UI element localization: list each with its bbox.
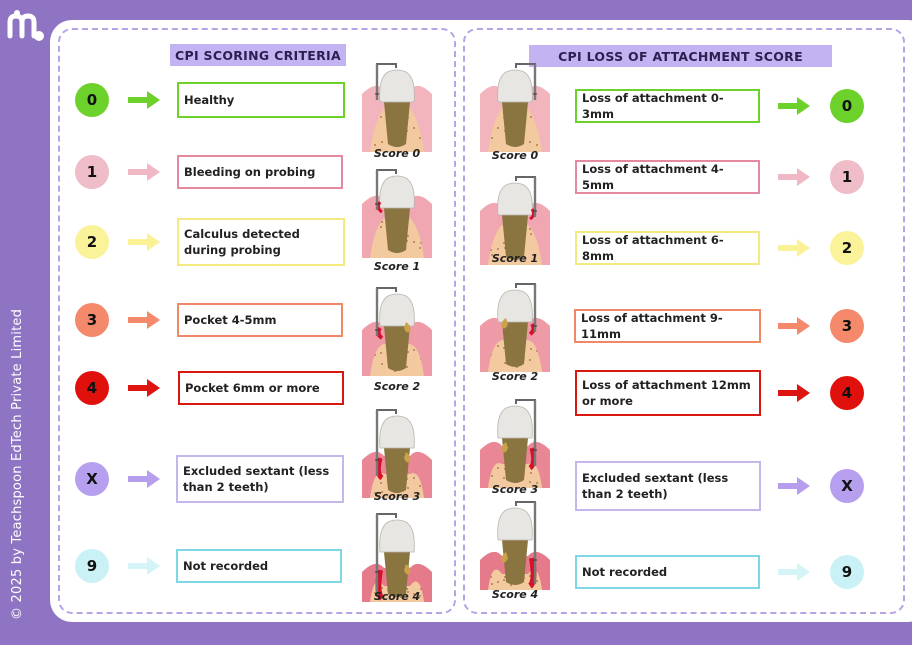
left-arrow-icon	[128, 470, 160, 488]
right-criteria-box: Not recorded	[575, 555, 760, 589]
right-criteria-box: Loss of attachment 9-11mm	[574, 309, 761, 343]
left-score-badge-9: 9	[75, 549, 109, 583]
right-tooth-score-label: Score 4	[491, 588, 539, 601]
right-score-badge-9: 9	[830, 555, 864, 589]
left-arrow-icon	[128, 379, 160, 397]
left-criteria-box: Bleeding on probing	[177, 155, 343, 189]
left-score-badge-0: 0	[75, 83, 109, 117]
right-arrow-icon	[778, 477, 810, 495]
right-tooth-score-4-icon	[480, 500, 550, 594]
right-score-badge-4: 4	[830, 376, 864, 410]
right-tooth-score-3-icon	[480, 398, 550, 492]
left-tooth-score-0-icon	[362, 62, 432, 156]
left-criteria-box: Not recorded	[176, 549, 342, 583]
right-score-badge-3: 3	[830, 309, 864, 343]
left-tooth-score-2-icon	[362, 286, 432, 380]
left-score-badge-3: 3	[75, 303, 109, 337]
left-arrow-icon	[128, 91, 160, 109]
left-score-badge-1: 1	[75, 155, 109, 189]
right-panel-loss-of-attachment	[463, 28, 905, 614]
left-tooth-score-label: Score 0	[373, 147, 421, 160]
left-tooth-score-3-icon	[362, 408, 432, 502]
left-criteria-box: Pocket 4-5mm	[177, 303, 343, 337]
left-score-badge-x: X	[75, 462, 109, 496]
right-criteria-box: Loss of attachment 4-5mm	[575, 160, 760, 194]
left-arrow-icon	[128, 163, 160, 181]
right-panel-title: CPI LOSS OF ATTACHMENT SCORE	[529, 45, 832, 67]
left-criteria-box: Excluded sextant (less than 2 teeth)	[176, 455, 344, 503]
left-score-badge-4: 4	[75, 371, 109, 405]
right-tooth-score-label: Score 2	[491, 370, 539, 383]
left-panel-scoring-criteria	[58, 28, 456, 614]
left-tooth-score-label: Score 3	[373, 490, 421, 503]
left-panel-title: CPI SCORING CRITERIA	[170, 44, 346, 66]
left-tooth-score-label: Score 4	[373, 590, 421, 603]
left-arrow-icon	[128, 557, 160, 575]
right-criteria-box: Loss of attachment 0-3mm	[575, 89, 760, 123]
left-tooth-score-1-icon	[362, 168, 432, 262]
right-score-badge-2: 2	[830, 231, 864, 265]
right-tooth-score-2-icon	[480, 282, 550, 376]
right-arrow-icon	[778, 317, 810, 335]
right-arrow-icon	[778, 97, 810, 115]
right-criteria-box: Excluded sextant (less than 2 teeth)	[575, 461, 761, 511]
left-arrow-icon	[128, 233, 160, 251]
left-tooth-score-label: Score 2	[373, 380, 421, 393]
right-score-badge-x: X	[830, 469, 864, 503]
right-tooth-score-1-icon	[480, 175, 550, 269]
right-arrow-icon	[778, 563, 810, 581]
left-score-badge-2: 2	[75, 225, 109, 259]
left-arrow-icon	[128, 311, 160, 329]
right-score-badge-0: 0	[830, 89, 864, 123]
right-tooth-score-0-icon	[480, 62, 550, 156]
right-arrow-icon	[778, 384, 810, 402]
copyright-text: © 2025 by Teachspoon EdTech Private Limi…	[10, 308, 25, 620]
right-tooth-score-label: Score 3	[491, 483, 539, 496]
left-tooth-score-label: Score 1	[373, 260, 421, 273]
right-tooth-score-label: Score 1	[491, 252, 539, 265]
right-criteria-box: Loss of attachment 6-8mm	[575, 231, 760, 265]
right-tooth-score-label: Score 0	[491, 149, 539, 162]
brand-logo-icon	[7, 10, 44, 41]
right-arrow-icon	[778, 168, 810, 186]
right-arrow-icon	[778, 239, 810, 257]
right-score-badge-1: 1	[830, 160, 864, 194]
left-criteria-box: Calculus detected during probing	[177, 218, 345, 266]
left-criteria-box: Pocket 6mm or more	[178, 371, 344, 405]
right-criteria-box: Loss of attachment 12mm or more	[575, 370, 761, 416]
left-criteria-box: Healthy	[177, 82, 345, 118]
left-tooth-score-4-icon	[362, 512, 432, 606]
